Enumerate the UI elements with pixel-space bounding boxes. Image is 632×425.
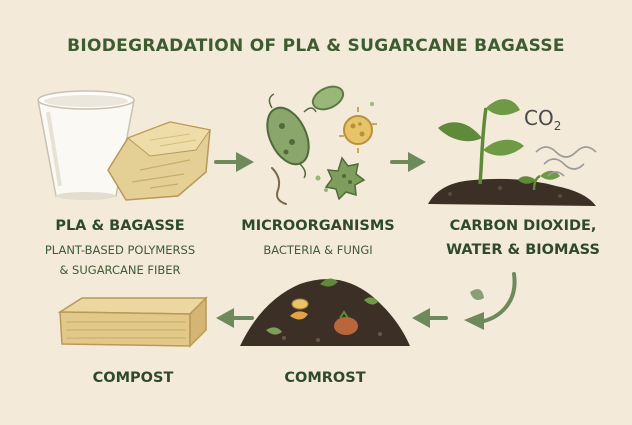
arrow-comrost-to-compost	[216, 308, 254, 328]
bacteria-oval-icon	[311, 85, 345, 111]
co2-text: CO	[524, 106, 554, 130]
compost-block-icon	[57, 296, 208, 348]
co2-waves-icon	[535, 146, 597, 177]
arrow-materials-to-microbes	[214, 152, 254, 172]
filament-icon	[271, 102, 374, 205]
stage-compost-title: COMPOST	[92, 370, 174, 386]
stage-comrost-title: COMROST	[284, 370, 366, 386]
bagasse-block-icon	[107, 121, 211, 201]
diagram-title: BIODEGRADATION OF PLA & SUGARCANE BAGASS…	[67, 36, 565, 56]
seedling-soil-icon	[428, 99, 596, 206]
stage-products-title-line1: CARBON DIOXIDE,	[449, 218, 597, 234]
stage-microbes-sub1: BACTERIA & FUNGI	[263, 243, 373, 257]
fungus-star-icon	[324, 156, 366, 201]
stage-materials-title: PLA & BAGASSE	[55, 218, 185, 234]
co2-label: CO2	[524, 106, 561, 133]
arrow-into-comrost	[412, 308, 448, 328]
stage-microbes-title: MICROORGANISMS	[241, 218, 395, 234]
spore-icon	[339, 107, 377, 153]
arrow-microbes-to-products	[390, 152, 426, 172]
co2-subscript: 2	[553, 119, 562, 133]
arrow-products-to-comrost	[464, 272, 517, 330]
compost-heap-icon	[240, 278, 410, 346]
stage-materials-sub2: & SUGARCANE FIBER	[59, 263, 181, 277]
stage-products-title-line2: WATER & BIOMASS	[446, 242, 600, 258]
bacteria-rod-icon	[266, 93, 317, 179]
stage-materials-sub1: PLANT-BASED POLYMERSS	[44, 243, 196, 257]
